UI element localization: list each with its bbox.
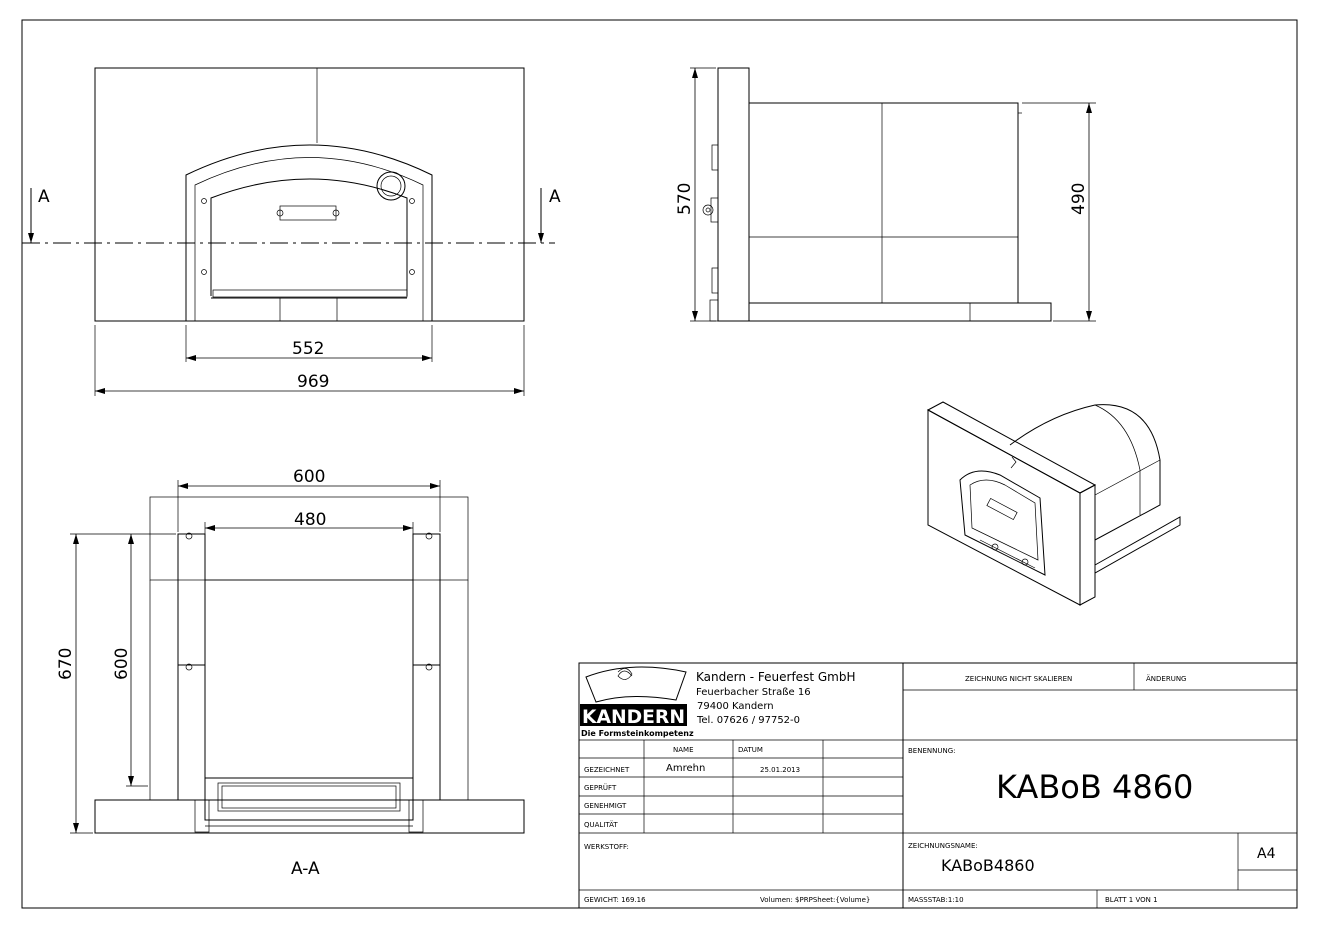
weight-label: GEWICHT: 169.16 bbox=[584, 896, 646, 904]
svg-text:KANDERN: KANDERN bbox=[582, 706, 685, 728]
dimension-600-height: 600 bbox=[112, 648, 132, 680]
row-quality: QUALITÄT bbox=[584, 820, 618, 829]
side-view: 570 490 bbox=[675, 67, 1096, 322]
dimension-600-width: 600 bbox=[293, 467, 325, 487]
title-block: KANDERN Die Formsteinkompetenz Kandern -… bbox=[578, 662, 1298, 909]
revision-label: ÄNDERUNG bbox=[1146, 674, 1187, 683]
dimension-552: 552 bbox=[292, 339, 324, 359]
no-scale-note: ZEICHNUNG NICHT SKALIEREN bbox=[965, 675, 1072, 683]
column-name: NAME bbox=[673, 746, 694, 754]
isometric-view bbox=[926, 401, 1181, 606]
designation-label: BENENNUNG: bbox=[908, 747, 956, 755]
svg-text:Die Formsteinkompetenz: Die Formsteinkompetenz bbox=[581, 729, 694, 738]
dimension-969: 969 bbox=[297, 372, 329, 392]
designation-value: KABoB 4860 bbox=[996, 768, 1193, 806]
material-label: WERKSTOFF: bbox=[584, 843, 629, 851]
row-drawn: GEZEICHNET bbox=[584, 766, 630, 774]
dimension-670-height: 670 bbox=[56, 648, 76, 680]
column-date: DATUM bbox=[738, 746, 763, 754]
dimension-490: 490 bbox=[1069, 183, 1089, 215]
dimension-480-width: 480 bbox=[294, 510, 326, 530]
front-view: A A 552 969 bbox=[22, 67, 561, 396]
scale-label: MASSSTAB:1:10 bbox=[908, 896, 964, 904]
section-label: A-A bbox=[291, 859, 320, 879]
drawn-date: 25.01.2013 bbox=[760, 766, 800, 774]
section-marker-left: A bbox=[38, 187, 50, 207]
paper-size: A4 bbox=[1257, 846, 1276, 862]
row-approved: GENEHMIGT bbox=[584, 802, 627, 810]
company-logo: KANDERN Die Formsteinkompetenz bbox=[580, 666, 694, 738]
drawing-name-value: KABoB4860 bbox=[941, 856, 1035, 875]
volume-label: Volumen: $PRPSheet:{Volume} bbox=[760, 896, 870, 904]
drawn-by-name: Amrehn bbox=[666, 763, 705, 774]
company-city: 79400 Kandern bbox=[697, 701, 774, 712]
drawing-name-label: ZEICHNUNGSNAME: bbox=[908, 842, 978, 850]
dimension-570: 570 bbox=[675, 183, 695, 215]
sheet-label: BLATT 1 VON 1 bbox=[1105, 896, 1158, 904]
section-marker-right: A bbox=[549, 187, 561, 207]
company-phone: Tel. 07626 / 97752-0 bbox=[696, 715, 800, 726]
section-view: 600 480 670 600 A-A bbox=[56, 467, 525, 879]
row-checked: GEPRÜFT bbox=[584, 783, 617, 792]
company-name: Kandern - Feuerfest GmbH bbox=[696, 670, 855, 684]
company-street: Feuerbacher Straße 16 bbox=[696, 687, 811, 698]
